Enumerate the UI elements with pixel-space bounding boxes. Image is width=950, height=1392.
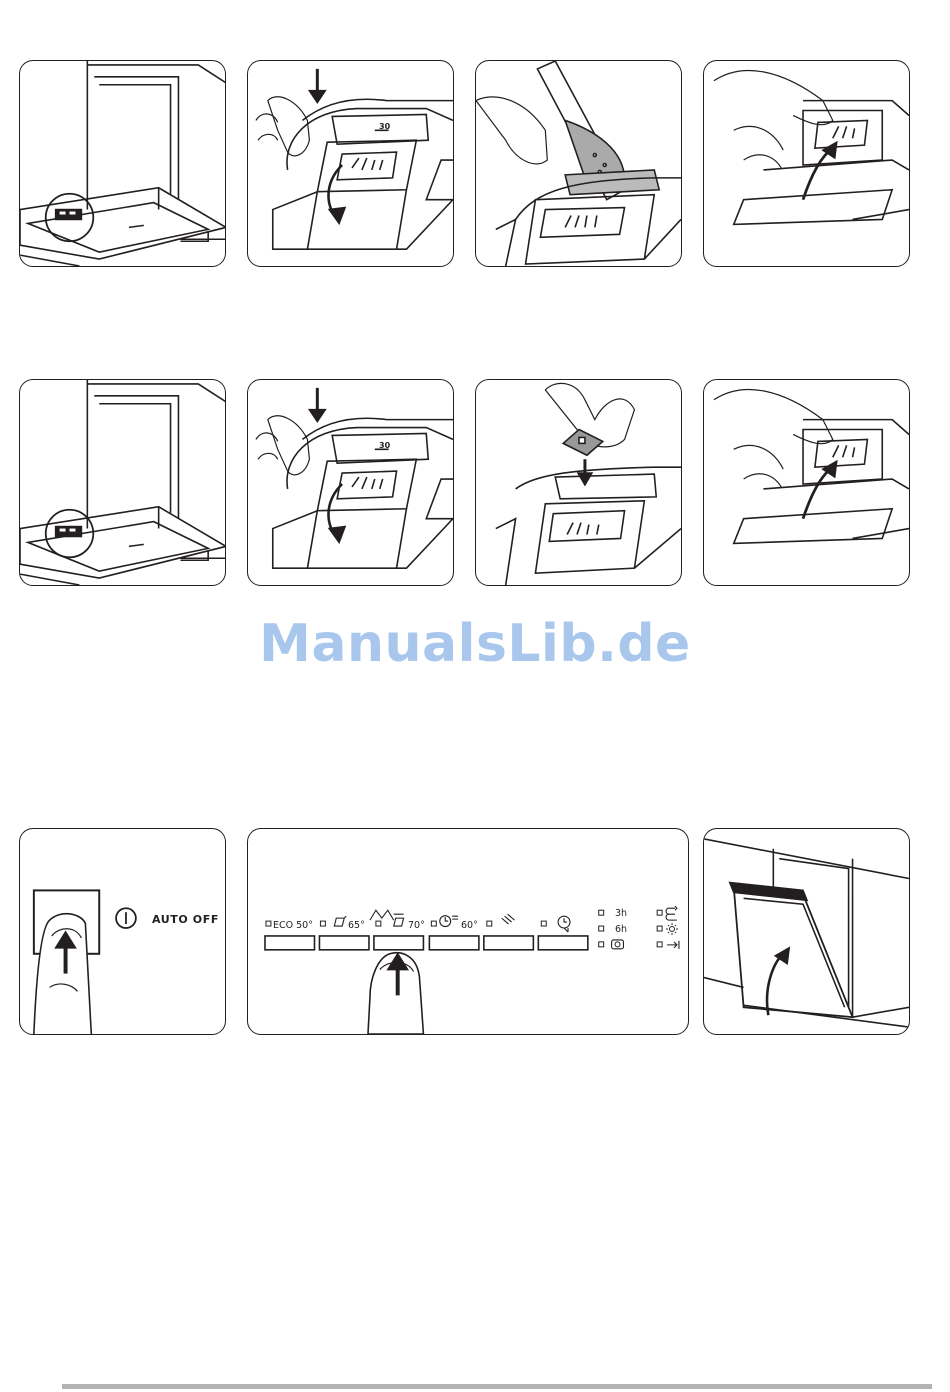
step-close-lid-powder xyxy=(703,60,910,267)
dose-label: 30 xyxy=(379,122,390,131)
press-release-button-icon xyxy=(248,380,453,585)
step-add-powder xyxy=(475,60,682,267)
programme-label-70: 70° xyxy=(408,920,425,931)
close-door-icon xyxy=(704,829,909,1034)
step-add-tablet xyxy=(475,379,682,586)
dishwasher-door-open-icon xyxy=(20,61,225,266)
delay-label-3h: 3h xyxy=(615,908,627,919)
detergent-powder-icon xyxy=(476,61,681,266)
close-lid-icon xyxy=(704,61,909,266)
delay-label-6h: 6h xyxy=(615,924,627,935)
dose-label: 30 xyxy=(379,441,390,450)
step-press-release-powder: 30 xyxy=(247,60,454,267)
step-open-door-tablet xyxy=(19,379,226,586)
step-close-lid-tablet xyxy=(703,379,910,586)
step-close-door xyxy=(703,828,910,1035)
programme-label-65: 65° xyxy=(348,920,365,931)
watermark: ManualsLib.de xyxy=(0,614,950,674)
detergent-tablet-icon xyxy=(476,380,681,585)
step-press-release-tablet: 30 xyxy=(247,379,454,586)
press-release-button-icon xyxy=(248,61,453,266)
programme-label-60: 60° xyxy=(461,920,478,931)
close-lid-icon xyxy=(704,380,909,585)
step-select-programme: ECO 50° 65° 70° 60° 3h 6h xyxy=(247,828,689,1035)
step-open-door-powder xyxy=(19,60,226,267)
auto-off-label: AUTO OFF xyxy=(152,913,219,926)
step-switch-on: AUTO OFF xyxy=(19,828,226,1035)
footer-divider xyxy=(62,1384,932,1389)
programme-label-eco: ECO 50° xyxy=(273,920,313,931)
dishwasher-door-open-icon xyxy=(20,380,225,585)
on-off-button-icon xyxy=(20,829,225,1034)
